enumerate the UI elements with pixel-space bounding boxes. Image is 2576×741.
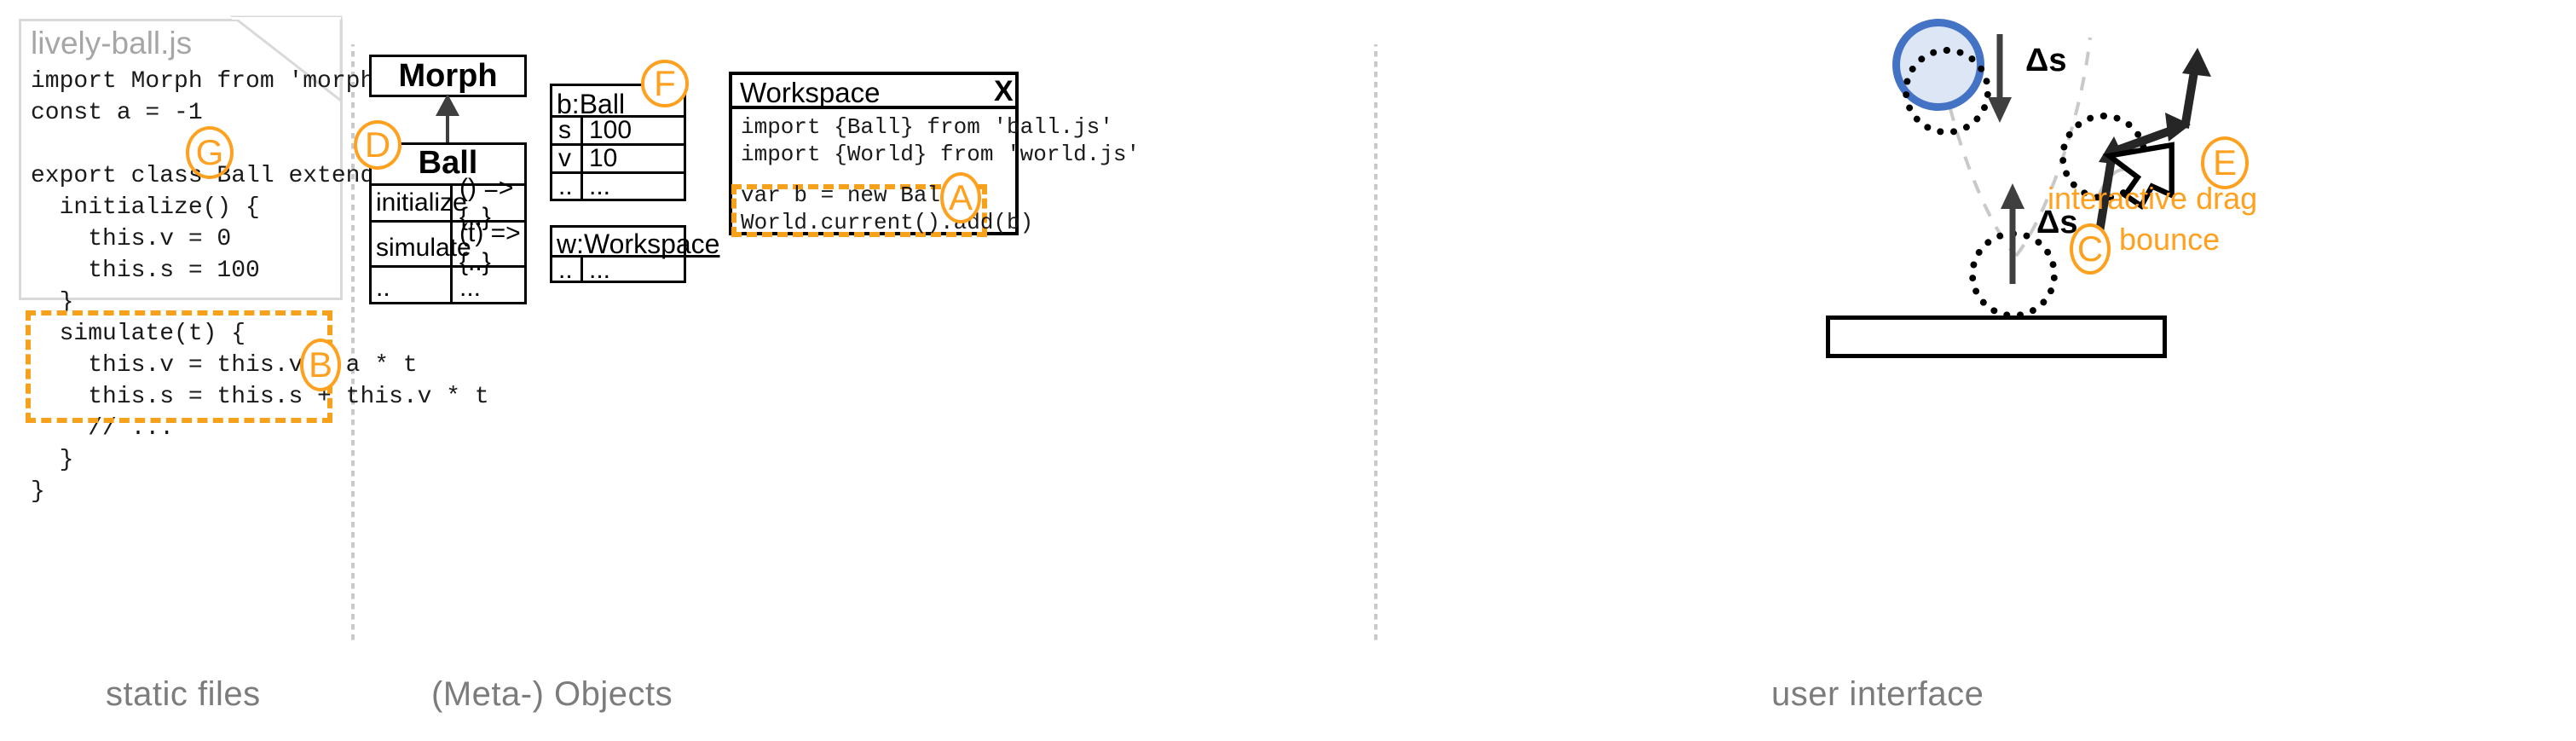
uml-cell-r1c1: (t) => {..} bbox=[459, 219, 521, 276]
close-icon[interactable]: X bbox=[994, 75, 1014, 107]
uml-class-morph-name: Morph bbox=[398, 57, 498, 94]
file-card-mask bbox=[232, 17, 341, 20]
marker-d: D bbox=[354, 120, 401, 170]
uml-divider-row2 bbox=[369, 265, 527, 268]
highlight-workspace-snippet bbox=[731, 184, 987, 237]
obj-b-divider-col bbox=[580, 115, 583, 201]
separator-1 bbox=[351, 44, 355, 641]
object-b-ball-title: b:Ball bbox=[557, 89, 626, 119]
workspace-code-line-0: import {Ball} from 'ball.js' bbox=[741, 114, 1113, 140]
code-line-13: } bbox=[31, 478, 45, 505]
object-b-row0-val: 100 bbox=[589, 116, 632, 144]
page-fold-icon bbox=[229, 15, 343, 104]
marker-b: B bbox=[300, 339, 341, 391]
floor-platform bbox=[1826, 316, 2167, 358]
marker-a: A bbox=[940, 172, 981, 223]
obj-w-divider-col bbox=[580, 255, 583, 283]
uml-divider-header bbox=[369, 183, 527, 186]
file-card bbox=[19, 19, 343, 300]
marker-g: G bbox=[186, 126, 234, 179]
delta-s-down-arrow-icon bbox=[1988, 34, 2012, 123]
delta-s-bottom-label: Δs bbox=[2036, 205, 2078, 240]
code-line-6: this.s = 100 bbox=[31, 258, 260, 284]
workspace-highlight-line-1: World.current().add(b) bbox=[741, 210, 1034, 235]
interactive-drag-label: interactive drag bbox=[2048, 181, 2258, 216]
object-b-row0-key: s bbox=[558, 116, 571, 144]
cursor-icon bbox=[2102, 142, 2175, 211]
uml-divider-row1 bbox=[369, 220, 527, 223]
uml-cell-r1c0: simulate bbox=[376, 234, 471, 262]
object-b-row1-val: 10 bbox=[589, 144, 618, 172]
highlight-simulate-block bbox=[26, 310, 332, 423]
uml-cell-r0c1: () => {..} bbox=[459, 174, 514, 231]
code-line-8: simulate(t) { bbox=[31, 321, 246, 347]
ball-ghost-top bbox=[1903, 47, 1991, 136]
code-line-10: this.s = this.s + this.v * t bbox=[31, 384, 489, 410]
obj-b-divider-r1 bbox=[550, 143, 686, 146]
object-b-row2-key: .. bbox=[558, 172, 573, 200]
separator-2 bbox=[1374, 44, 1378, 641]
object-w-row0-val: ... bbox=[589, 256, 611, 284]
object-w-workspace-title: w:Workspace bbox=[557, 229, 720, 259]
uml-class-ball bbox=[369, 142, 527, 304]
uml-cell-r0c0: initialize bbox=[376, 188, 467, 217]
workspace-code-line-1: import {World} from 'world.js' bbox=[741, 142, 1141, 167]
marker-f: F bbox=[641, 60, 689, 107]
code-line-9: this.v = this.v + a * t bbox=[31, 352, 418, 379]
code-line-5: this.v = 0 bbox=[31, 226, 232, 252]
object-w-workspace bbox=[550, 225, 686, 283]
physics-stage: Δs Δs E interactive drag C bbox=[1826, 0, 2576, 648]
code-line-1: const a = -1 bbox=[31, 100, 203, 126]
delta-s-up-arrow-icon bbox=[2001, 183, 2024, 284]
code-line-12: } bbox=[31, 447, 74, 473]
marker-e: E bbox=[2201, 136, 2249, 189]
code-line-4: initialize() { bbox=[31, 194, 260, 221]
file-title: lively-ball.js bbox=[31, 26, 193, 61]
workspace-window-title: Workspace bbox=[740, 77, 881, 108]
object-w-row0-key: .. bbox=[558, 256, 573, 284]
inheritance-arrow-icon bbox=[436, 94, 459, 147]
caption-meta-objects: (Meta-) Objects bbox=[431, 675, 673, 713]
caption-user-interface: user interface bbox=[1771, 675, 1984, 713]
bounce-label: bounce bbox=[2119, 222, 2221, 257]
caption-static-files: static files bbox=[106, 675, 261, 713]
uml-divider-col bbox=[450, 183, 453, 304]
uml-cell-r2c1: ... bbox=[459, 274, 482, 302]
obj-b-divider-header bbox=[550, 115, 686, 118]
code-line-7: } bbox=[31, 289, 74, 316]
uml-cell-r2c0: .. bbox=[376, 274, 390, 302]
obj-w-divider-header bbox=[550, 255, 686, 258]
code-line-0: import Morph from 'morph.js' bbox=[31, 68, 432, 95]
uml-class-ball-name: Ball bbox=[418, 144, 478, 181]
obj-b-divider-r2 bbox=[550, 171, 686, 174]
object-b-row1-key: v bbox=[558, 144, 571, 172]
object-b-row2-val: ... bbox=[589, 172, 611, 200]
delta-s-top-label: Δs bbox=[2025, 43, 2067, 78]
workspace-titlebar-divider bbox=[729, 106, 1019, 109]
marker-c: C bbox=[2070, 223, 2111, 275]
